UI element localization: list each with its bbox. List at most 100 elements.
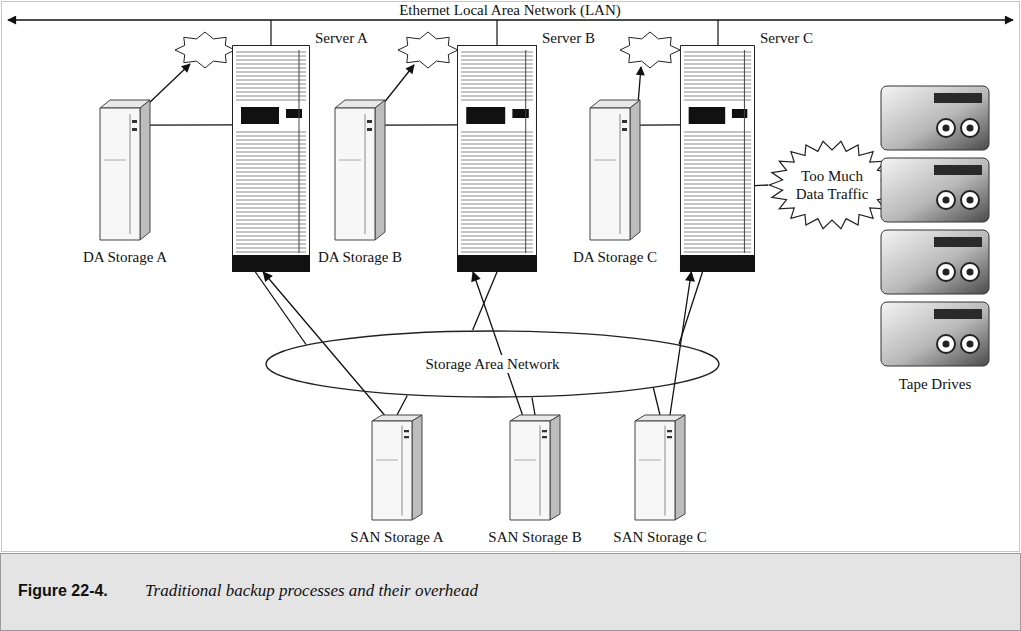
server-graphic [232,45,310,272]
cabinet-indicator [667,436,672,438]
caption-band [1,554,1021,631]
tape-slot [934,309,982,319]
cabinet-graphic [372,415,422,520]
tape-reel-hub [967,125,974,132]
cabinet-side [630,100,640,240]
server-side-edge [525,50,526,253]
cabinet-indicator [404,430,409,432]
connector-line [532,398,535,416]
server-vents [236,50,306,102]
figure-caption: Traditional backup processes and their o… [145,580,478,602]
storage-cabinet: DA Storage B [335,100,385,240]
server-side-edge [299,50,300,253]
starburst-outline [769,141,894,228]
tape-reel-hub [967,341,974,348]
storage-cabinet: DA Storage C [590,100,640,240]
cabinet-front [372,421,412,520]
cabinet-seam [639,460,661,461]
server-graphic [680,45,755,272]
node-label: SAN Storage A [350,528,443,546]
connector-line [150,124,232,126]
tape-reel [937,335,955,353]
drive-slot [512,109,528,118]
server-base [680,255,755,272]
traffic-starburst [398,32,458,68]
tape-reel [937,191,955,209]
tape-reel-hub [943,269,950,276]
storage-cabinet: SAN Storage C [635,415,685,520]
cabinet-front [510,421,550,520]
cabinet-side [140,100,150,240]
node-label: SAN Storage C [613,528,706,546]
tape-drives-graphic [880,85,990,367]
server-body [233,46,310,272]
cabinet-panel-line [620,114,621,234]
server-body [458,46,537,272]
cabinet-front [335,108,375,240]
server-base [232,255,310,272]
tape-slot [934,165,982,175]
cabinet-panel-line [665,426,666,516]
cabinet-indicator [622,120,627,123]
cabinet-indicator [622,128,627,131]
node-label: Tape Drives [899,375,972,393]
connector-arrow [263,272,384,415]
network-label: Ethernet Local Area Network (LAN) [395,2,625,19]
server-body [680,46,754,272]
cabinet-indicator [367,128,372,131]
cabinet-front [100,108,140,240]
cabinet-graphic [635,415,685,520]
server-tower: Server B [457,45,537,272]
drive-bay [466,107,505,124]
connector-line [640,124,680,126]
node-label: Server C [760,29,813,47]
tape-slot [934,93,982,103]
connector-line [653,388,660,415]
server-base [457,255,537,272]
server-vents [684,50,751,102]
cabinet-seam [376,460,398,461]
tape-reel [937,263,955,281]
tape-drive-body [881,302,989,366]
node-label: DA Storage A [83,248,167,266]
lan-drop-line [270,20,271,45]
cabinet-seam [104,160,126,161]
connector-line [385,124,457,126]
cabinet-panel-line [540,426,541,516]
tape-reel-hub [943,125,950,132]
tape-slot [934,237,982,247]
figure-number: Figure 22-4. [18,580,108,602]
tape-reel-hub [967,197,974,204]
drive-slot [732,109,747,118]
cabinet-graphic [590,100,640,240]
cabinet-front [635,421,675,520]
tape-reel [961,263,979,281]
server-tower: Server A [232,45,310,272]
tape-drive-body [881,158,989,222]
cabinet-indicator [667,430,672,432]
cabinet-side [375,100,385,240]
connector-line [255,272,306,345]
node-label: SAN Storage B [488,528,581,546]
lan-drop-line [717,20,718,45]
san-ellipse: Storage Area Network [265,330,720,398]
traffic-arrow [148,64,190,104]
node-label: Storage Area Network [422,355,562,373]
cabinet-graphic [510,415,560,520]
node-label: DA Storage C [573,248,657,266]
cabinet-side [675,415,685,520]
warning-text: Too Much Data Traffic [790,167,874,203]
server-vents [236,129,306,253]
cabinet-indicator [132,128,137,131]
drive-bay [689,107,726,124]
drive-slot [286,109,302,118]
tape-reel [937,119,955,137]
node-label: DA Storage B [318,248,402,266]
cabinet-graphic [335,100,385,240]
tape-reel-hub [943,197,950,204]
server-graphic [457,45,537,272]
tape-reel-hub [943,341,950,348]
lan-bus-line [8,19,1013,21]
tape-reel-hub [967,269,974,276]
